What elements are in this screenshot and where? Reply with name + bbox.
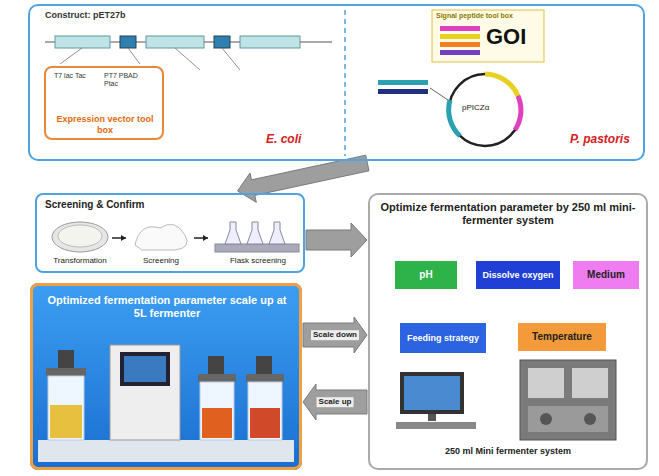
text-holder: Screening & Confirm [45,199,245,211]
node-text: Optimize fermentation parameter by 250 m… [380,201,636,227]
text-holder: pPICZα [462,103,512,113]
text-holder: 250 ml Mini fermenter system [380,446,636,457]
edge-label: Scale up [317,397,354,407]
text-holder: Flask screening [214,256,302,266]
construct-map [45,36,332,70]
text-holder: Optimized fermentation parameter scale u… [43,294,291,320]
text-holder: PT7 PBAD Ptac [104,72,144,89]
label-text: pPICZα [462,103,512,113]
process-box: Optimize fermentation parameter by 250 m… [368,193,648,470]
label-text: Construct: pET27b [45,10,195,21]
screening-pictures [52,222,299,252]
block-arrow [303,384,367,420]
text-holder: P. pastoris [570,132,659,146]
fermenter-picture [38,345,294,462]
process-box: Optimized fermentation parameter scale u… [30,283,302,470]
text-holder: Scale down [311,330,359,340]
node-text: pH [415,267,436,283]
node-text: Medium [583,267,629,283]
label-text: Signal peptide tool box [436,12,540,20]
group-panel: E. coliP. pastorisT7 lac TacPT7 PBAD Pta… [28,4,645,161]
node-text: P. pastoris [570,132,659,146]
node-text: Dissolve oxygen [478,268,557,283]
parameter-box: Temperature [518,323,606,351]
computer-picture [396,372,476,429]
signal-peptide-box [432,10,544,62]
node-text: PT7 PBAD Ptac [104,72,144,89]
mini-fermenter-picture [520,360,616,440]
text-holder: Optimize fermentation parameter by 250 m… [380,201,636,227]
text-holder: Scale up [317,397,354,407]
block-arrow [306,223,367,257]
node-text: 250 ml Mini fermenter system [380,446,636,457]
parameter-box: Dissolve oxygen [476,261,560,289]
text-holder: Signal peptide tool box [436,12,540,20]
text-holder: Transformation [44,256,116,266]
panel-fill [30,283,302,470]
node-text: Temperature [528,329,596,345]
edge-label: Scale down [311,330,359,340]
plasmid-map [449,74,521,146]
node-text: E. coli [266,132,346,146]
divider [344,10,346,156]
label-text: GOI [486,24,542,50]
insert-fragment [378,80,448,100]
label-text: Transformation [44,256,116,266]
text-holder: Expression vector tool box [50,114,160,136]
node-text: Screening & Confirm [45,199,245,211]
node-text: Expression vector tool box [50,114,160,136]
parameter-box: pH [395,261,457,289]
label-text: Flask screening [214,256,302,266]
parameter-box: Medium [573,261,639,289]
text-holder: Screening [130,256,192,266]
toolbox-box: T7 lac Tac PT7 PBAD PtacExpression vector… [44,66,164,140]
text-holder: Construct: pET27b [45,10,195,21]
node-text: Feeding strategy [403,331,483,346]
text-holder: T7 lac Tac [54,72,88,80]
label-text: Screening [130,256,192,266]
node-text: T7 lac Tac [54,72,88,80]
block-arrow [303,317,367,353]
node-text: Optimized fermentation parameter scale u… [43,294,291,320]
parameter-box: Feeding strategy [400,323,486,353]
text-holder: GOI [486,24,542,50]
text-holder: E. coli [266,132,346,146]
